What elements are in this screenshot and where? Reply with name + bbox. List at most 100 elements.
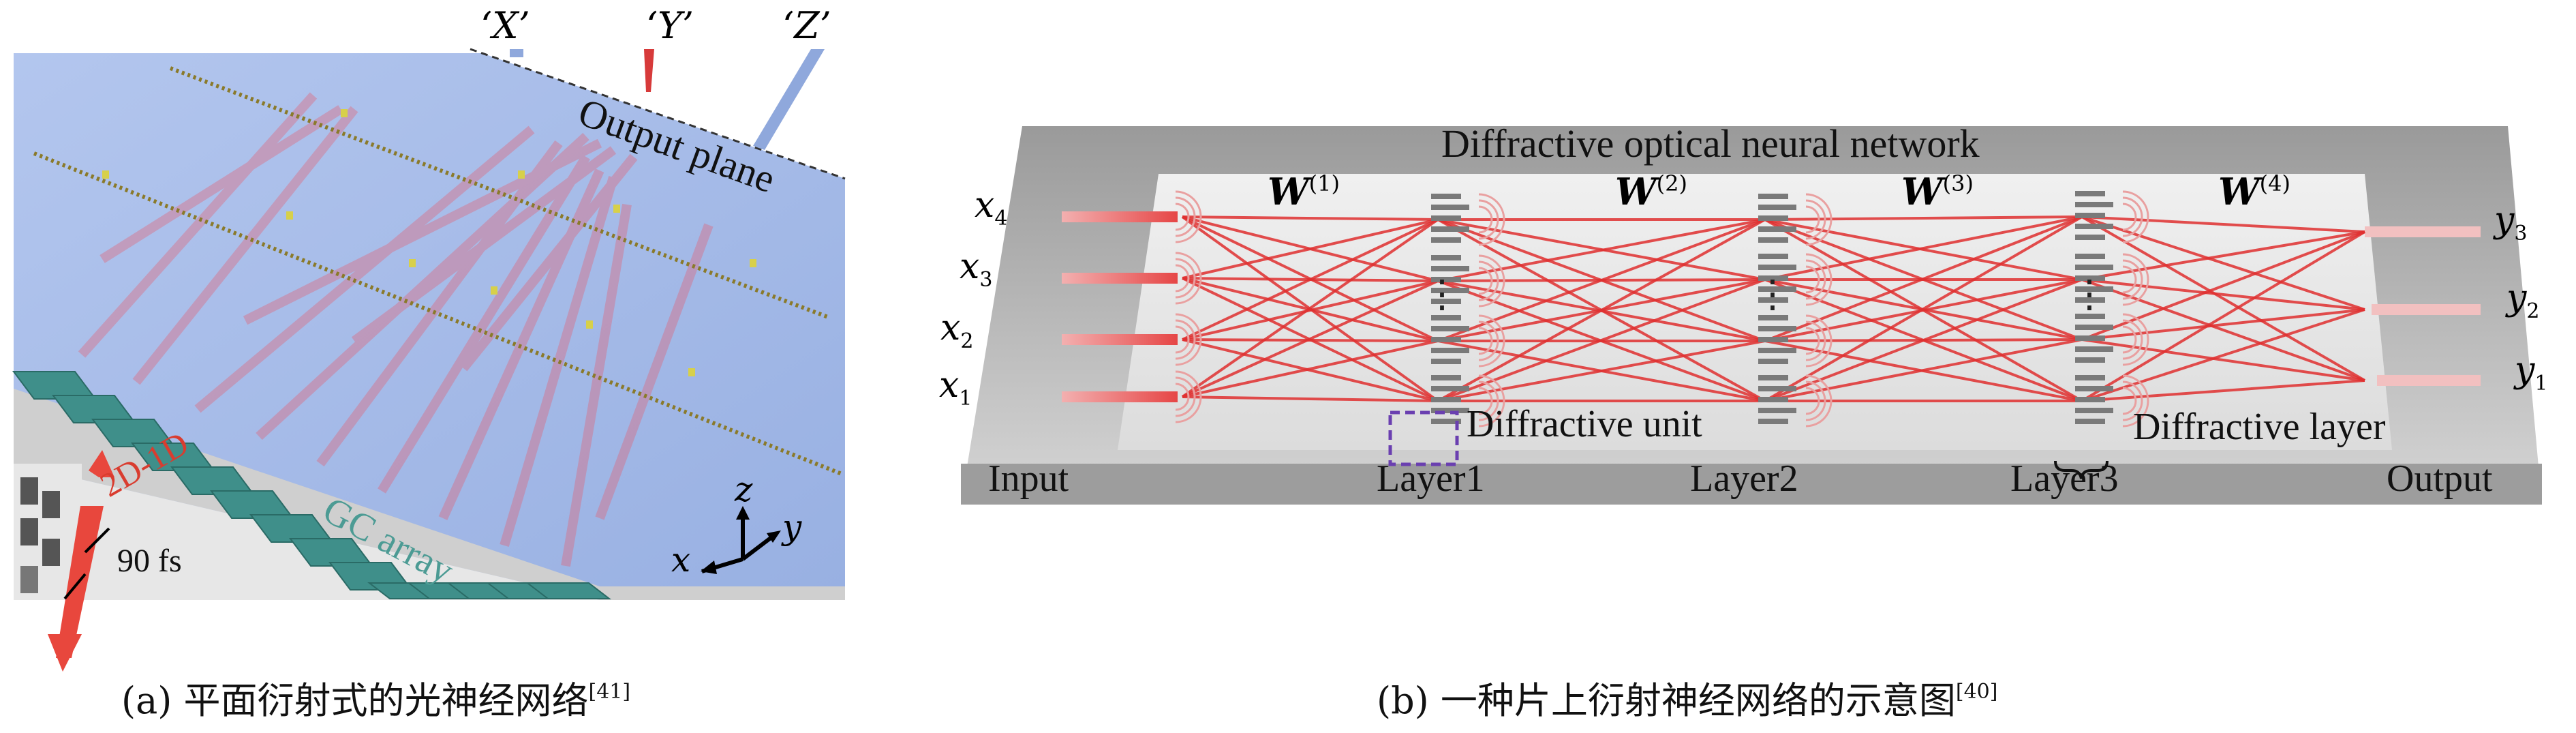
diffractive-unit xyxy=(1431,314,1505,368)
metasurface-line-1 xyxy=(169,66,829,319)
connection-beam xyxy=(1182,395,1439,402)
output-x-label: ‘X’ xyxy=(480,4,530,47)
axis-y-arrowhead xyxy=(767,530,781,543)
input-emitter xyxy=(1175,190,1202,243)
diffractive-unit-box xyxy=(1388,410,1459,466)
pulse-arrow-head xyxy=(48,634,82,672)
chip-inner-plate xyxy=(1118,174,2392,450)
diffractive-unit xyxy=(1758,374,1833,428)
axis-z-arrowhead xyxy=(736,506,750,520)
connection-beam xyxy=(2081,278,2365,311)
input-x2: x2 xyxy=(940,308,973,353)
diffractive-unit xyxy=(1431,374,1505,428)
connection-beam xyxy=(1182,218,1439,280)
input-labels: x4 x3 x2 x1 xyxy=(939,185,1007,410)
connection-beam xyxy=(2081,308,2365,341)
output-y2: y2 xyxy=(2505,278,2539,323)
axis-x-arrowhead xyxy=(701,560,717,574)
input-x1: x1 xyxy=(939,365,972,410)
layer-label-input: Input xyxy=(988,458,1069,500)
network-connections xyxy=(1181,215,2366,402)
layer-label-output: Output xyxy=(2387,458,2493,500)
metasurface-line-2 xyxy=(33,151,843,476)
diffractive-unit xyxy=(2075,253,2149,306)
output-beam-z xyxy=(753,49,825,150)
fs-marker-2 xyxy=(63,573,87,600)
connection-beam xyxy=(1182,215,1439,221)
connection-beam xyxy=(2081,278,2365,382)
axis-z-label: z xyxy=(734,470,753,509)
axis-y-label: y xyxy=(781,507,802,547)
output-labels: y3 y2 y1 xyxy=(2493,200,2547,395)
weight-w3: W(3) xyxy=(1901,170,1974,213)
output-beam-y xyxy=(644,49,654,92)
output-y-label: ‘Y’ xyxy=(646,4,694,47)
connection-beam xyxy=(1182,280,1439,398)
input-emitter xyxy=(1175,370,1202,423)
diffractive-unit-label: Diffractive unit xyxy=(1467,403,1702,445)
connection-beam xyxy=(1437,340,1766,402)
connection-beam xyxy=(1182,340,1439,398)
connection-beam xyxy=(1764,215,2083,402)
gc-array xyxy=(12,371,611,599)
output-z-label: ‘Z’ xyxy=(782,4,831,47)
output-plane-edge xyxy=(470,48,846,180)
input-emitter xyxy=(1175,313,1202,366)
connection-beam xyxy=(1182,218,1439,341)
connection-beam xyxy=(2081,230,2366,402)
connection-beam xyxy=(1764,338,2083,402)
output-waveguides xyxy=(2365,226,2481,386)
connection-beam xyxy=(1437,218,1766,402)
panel-a: GC array 2D-1D 90 fs x z y ‘X’ ‘Y’ ‘Z’ xyxy=(12,4,846,722)
input-waveguides xyxy=(1062,211,1178,402)
input-emitter xyxy=(1175,252,1202,305)
connection-beam xyxy=(1764,215,2083,281)
metasurface-yellow-dots xyxy=(102,109,756,376)
weight-w2: W(2) xyxy=(1615,170,1687,213)
diffractive-unit xyxy=(1431,254,1505,308)
ellipsis-layer2: ⋮ xyxy=(1753,273,1792,316)
connection-beam xyxy=(2081,308,2365,402)
diffraction-beams xyxy=(78,92,714,567)
weight-w4: W(4) xyxy=(2218,170,2290,213)
fs-marker-1 xyxy=(84,527,110,554)
diffractive-unit xyxy=(1431,193,1505,246)
input-x3: x3 xyxy=(960,246,992,292)
connection-beam xyxy=(1437,218,1766,282)
diffractive-layer-brace xyxy=(2054,460,2109,479)
connection-beam xyxy=(1764,215,2083,342)
chip-front-face xyxy=(961,464,2542,505)
ellipsis-layer1: ⋮ xyxy=(1423,273,1461,316)
layer-labels: Input Layer1 Layer2 Layer3 Output xyxy=(988,458,2493,500)
layer-label-1: Layer1 xyxy=(1377,458,1485,500)
diffractive-unit xyxy=(2075,374,2149,428)
diffractive-unit xyxy=(2075,313,2149,366)
diffractive-unit xyxy=(1758,314,1833,368)
platform-side xyxy=(14,389,845,600)
chip-title: Diffractive optical neural network xyxy=(1441,121,1980,166)
connection-beam xyxy=(2081,338,2365,382)
output-y1: y1 xyxy=(2513,350,2547,395)
pulse-arrow-up xyxy=(89,450,114,477)
diffractive-unit xyxy=(2075,190,2149,243)
connection-beam xyxy=(2081,215,2365,311)
connection-beam xyxy=(1181,218,1439,398)
pulse-duration-label: 90 fs xyxy=(117,543,182,579)
connection-beam xyxy=(1182,280,1439,341)
weight-w1: W(1) xyxy=(1268,170,1340,213)
ellipsis-markers: ⋮ ⋮ ⋮ xyxy=(1423,273,2109,316)
connection-beam xyxy=(2081,379,2365,402)
output-beam-x xyxy=(510,49,523,57)
panel-b: Diffractive optical neural network x4 x3… xyxy=(939,121,2547,722)
caption-b: (b) 一种片上衍射神经网络的示意图[40] xyxy=(1377,679,1997,722)
diffractive-layer-label: Diffractive layer xyxy=(2133,406,2386,448)
layer-label-3: Layer3 xyxy=(2010,458,2119,500)
connection-beam xyxy=(2081,215,2365,233)
axis-x-label: x xyxy=(671,540,690,580)
connection-beam xyxy=(1764,278,2083,402)
diffractive-units xyxy=(1175,190,2149,428)
diffractive-unit xyxy=(1758,253,1833,306)
caption-a: (a) 平面衍射式的光神经网络[41] xyxy=(121,679,630,722)
input-x4: x4 xyxy=(975,185,1007,230)
